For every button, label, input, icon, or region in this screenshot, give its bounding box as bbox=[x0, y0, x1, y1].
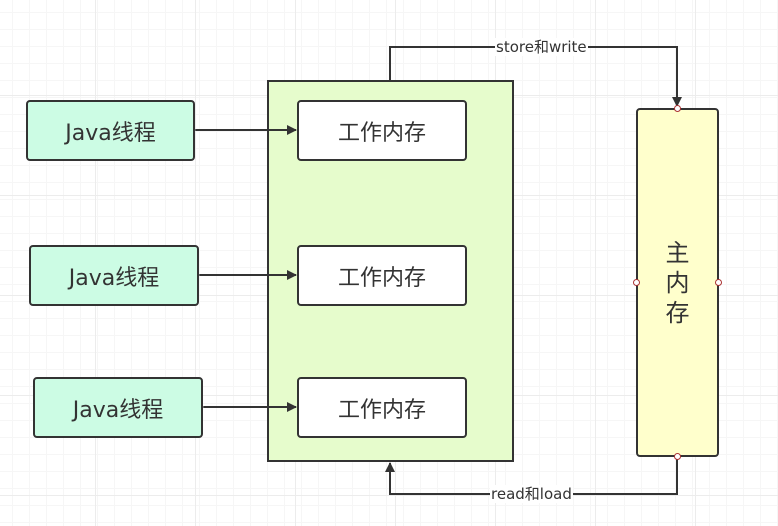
port-right[interactable] bbox=[715, 279, 722, 286]
working-memory-label: 工作内存 bbox=[337, 120, 426, 146]
edge-label-read-load: read和load bbox=[490, 485, 573, 503]
edge-label-store-write: store和write bbox=[495, 38, 588, 56]
main-memory-char: 存 bbox=[665, 298, 690, 327]
working-memory-label: 工作内存 bbox=[337, 397, 426, 423]
port-bottom[interactable] bbox=[674, 453, 681, 460]
java-thread-1[interactable]: Java线程 bbox=[26, 100, 195, 161]
port-left[interactable] bbox=[633, 279, 640, 286]
main-memory-char: 主 bbox=[665, 238, 690, 267]
port-top[interactable] bbox=[674, 105, 681, 112]
working-memory-label: 工作内存 bbox=[337, 265, 426, 291]
working-memory-3[interactable]: 工作内存 bbox=[297, 377, 467, 438]
java-thread-3[interactable]: Java线程 bbox=[33, 377, 203, 438]
java-thread-label: Java线程 bbox=[65, 120, 156, 146]
main-memory-char: 内 bbox=[665, 268, 690, 297]
working-memory-1[interactable]: 工作内存 bbox=[297, 100, 467, 161]
java-thread-label: Java线程 bbox=[68, 265, 160, 291]
java-thread-2[interactable]: Java线程 bbox=[29, 245, 199, 306]
java-thread-label: Java线程 bbox=[72, 397, 164, 423]
working-memory-2[interactable]: 工作内存 bbox=[297, 245, 467, 306]
main-memory[interactable]: 主 内 存 bbox=[636, 108, 719, 457]
